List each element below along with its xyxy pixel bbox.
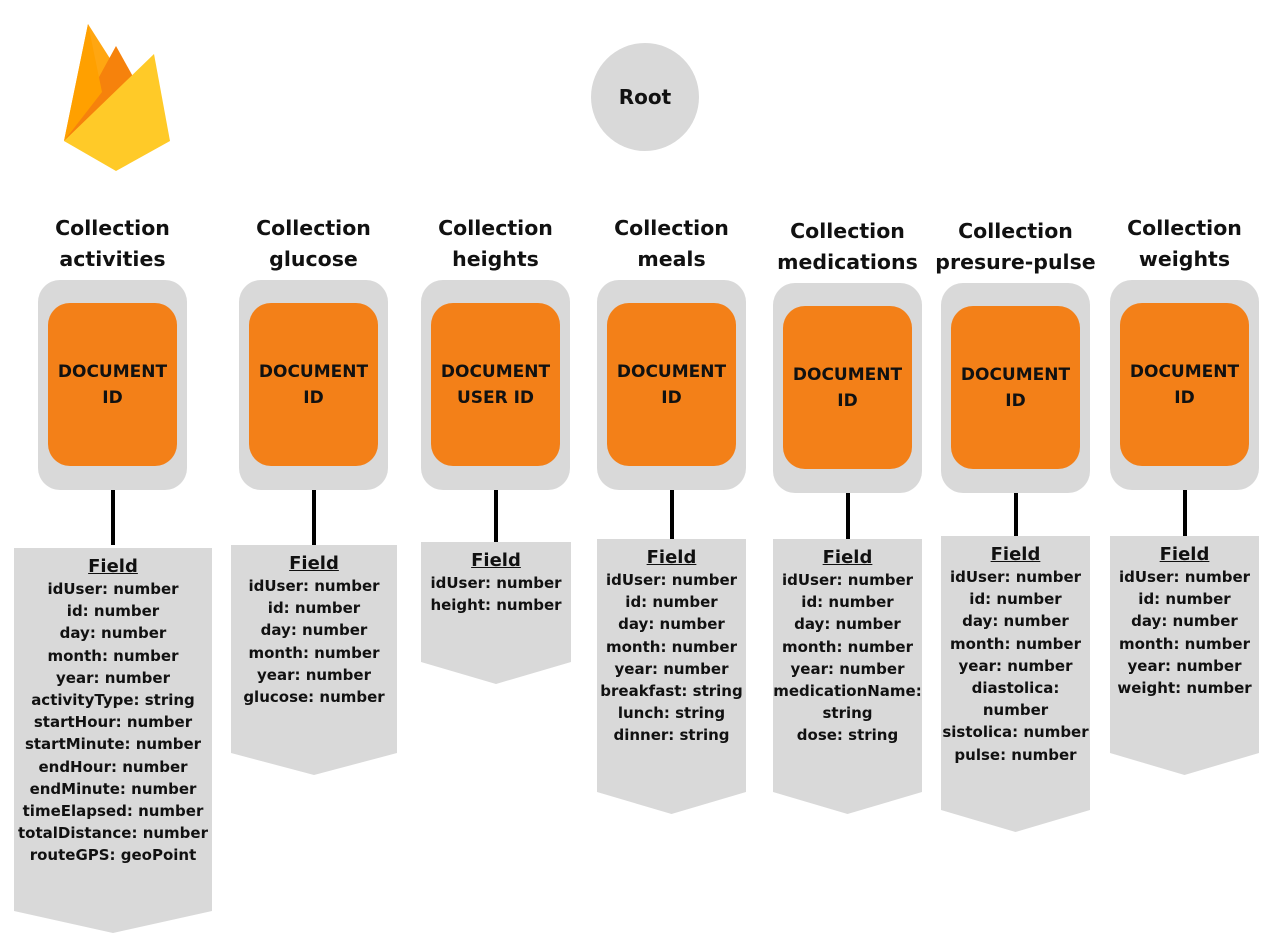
field-box: Field idUser: number id: number day: numbe… — [773, 539, 922, 814]
root-node: Root — [591, 43, 699, 151]
field-item: year: number — [1127, 656, 1242, 675]
field-box: Field idUser: number id: number day: numbe… — [941, 536, 1090, 832]
field-item: idUser: number — [430, 574, 562, 592]
firebase-logo-icon — [64, 24, 170, 171]
field-item: month: number — [47, 646, 179, 665]
field-item: year: number — [56, 668, 170, 687]
field-item: day: number — [794, 615, 901, 634]
field-list: idUser: number height: number — [421, 572, 571, 616]
field-item: year: number — [614, 659, 729, 678]
field-box: Field idUser: number id: number day: numbe… — [1110, 536, 1259, 775]
field-item: lunch: string — [617, 704, 726, 723]
field-item: id: number — [625, 593, 718, 612]
field-item: height: number — [430, 596, 562, 615]
connector-line — [1183, 490, 1187, 536]
field-item: glucose: number — [243, 688, 385, 707]
connector-line — [1014, 493, 1018, 536]
field-item: id: number — [801, 593, 894, 612]
field-item: endMinute: number — [29, 779, 197, 798]
connector-line — [670, 490, 674, 539]
field-list: idUser: number id: number day: number month… — [1110, 566, 1259, 699]
field-item: month: number — [950, 634, 1081, 653]
field-box: Field idUser: number id: number day: numbe… — [231, 545, 397, 775]
field-item: startMinute: number — [24, 735, 202, 754]
field-item: month: number — [1119, 634, 1250, 653]
field-list: idUser: number id: number day: number month… — [231, 575, 397, 708]
field-header: Field — [822, 547, 873, 568]
field-item: dose: string — [796, 726, 899, 745]
field-item: totalDistance: number — [18, 824, 208, 843]
field-box: Field idUser: number id: number day: numbe… — [597, 539, 746, 814]
field-item: startHour: number — [33, 713, 193, 732]
field-item: id: number — [66, 602, 160, 621]
field-box: Field idUser: number height: number — [421, 542, 571, 684]
field-item: medicationName: — [773, 682, 922, 701]
field-item: year: number — [958, 656, 1073, 675]
field-item: dinner: string — [613, 726, 730, 745]
field-item: day: number — [260, 621, 368, 640]
field-item: idUser: number — [781, 571, 914, 589]
field-header: Field — [1159, 544, 1210, 565]
field-item: year: number — [790, 659, 905, 678]
field-item: routeGPS: geoPoint — [29, 846, 197, 865]
field-header: Field — [990, 544, 1041, 565]
field-item: day: number — [59, 624, 167, 643]
field-item: diastolica: — [971, 679, 1060, 698]
connector-line — [111, 490, 115, 545]
field-item: month: number — [782, 637, 913, 656]
field-item: id: number — [969, 590, 1062, 609]
field-item: year: number — [257, 665, 371, 684]
field-header: Field — [646, 547, 697, 568]
field-item: sistolica: number — [942, 723, 1089, 742]
connector-line — [494, 490, 498, 542]
field-item: endHour: number — [38, 757, 188, 776]
field-header: Field — [471, 550, 521, 571]
field-item: timeElapsed: number — [22, 802, 204, 821]
field-item: idUser: number — [248, 577, 380, 595]
field-item: day: number — [962, 612, 1069, 631]
field-item: month: number — [606, 637, 737, 656]
field-item: pulse: number — [954, 745, 1077, 764]
field-item: idUser: number — [1118, 568, 1251, 586]
field-item: idUser: number — [605, 571, 738, 589]
field-header: Field — [289, 553, 339, 574]
field-list: idUser: number id: number day: number month… — [597, 569, 746, 747]
field-item: idUser: number — [949, 568, 1082, 586]
field-item: day: number — [618, 615, 725, 634]
field-item: day: number — [1131, 612, 1238, 631]
field-item: breakfast: string — [600, 682, 743, 701]
connector-line — [846, 493, 850, 539]
field-list: idUser: number id: number day: number month… — [14, 578, 212, 867]
field-item: string — [822, 704, 873, 723]
field-item: id: number — [267, 599, 361, 618]
field-item: activityType: string — [31, 691, 195, 710]
field-item: number — [982, 701, 1049, 720]
field-box: Field idUser: number id: number day: numbe… — [14, 548, 212, 933]
field-list: idUser: number id: number day: number month… — [941, 566, 1090, 766]
connector-line — [312, 490, 316, 545]
field-item: id: number — [1138, 590, 1231, 609]
root-label: Root — [618, 85, 672, 109]
field-item: weight: number — [1117, 679, 1252, 698]
field-item: month: number — [248, 643, 380, 662]
field-item: idUser: number — [47, 580, 179, 598]
field-header: Field — [88, 556, 138, 577]
field-list: idUser: number id: number day: number month… — [773, 569, 922, 747]
